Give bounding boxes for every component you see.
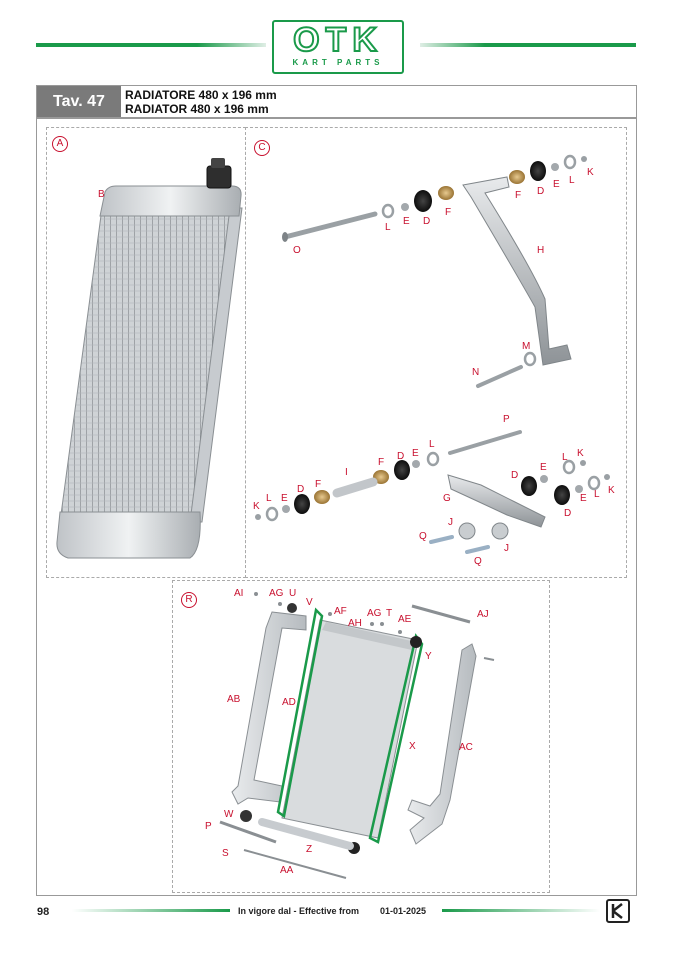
label-af: AF: [334, 606, 347, 617]
group-a-marker: A: [52, 136, 68, 152]
label-ae: AE: [398, 614, 412, 625]
label-i: I: [345, 467, 348, 478]
label-f: F: [445, 207, 452, 218]
label-n: N: [472, 367, 480, 378]
logo-subtext: KART PARTS: [292, 58, 384, 67]
label-l: L: [266, 493, 272, 504]
label-e: E: [540, 462, 547, 473]
label-f: F: [315, 479, 322, 490]
label-ah: AH: [348, 618, 362, 629]
label-d: D: [397, 451, 405, 462]
label-d: D: [511, 470, 519, 481]
label-l: L: [594, 489, 600, 500]
table-number: Tav. 47: [37, 86, 121, 118]
label-v: V: [306, 597, 313, 608]
group-c-box: [245, 127, 627, 578]
label-w: W: [224, 809, 234, 820]
title-italian: RADIATORE 480 x 196 mm: [125, 88, 277, 102]
label-l: L: [385, 222, 391, 233]
label-e: E: [580, 493, 587, 504]
otk-logo: OTK KART PARTS: [272, 20, 404, 74]
content-frame: [36, 117, 637, 896]
label-ad: AD: [282, 697, 296, 708]
label-q: Q: [474, 556, 482, 567]
label-l: L: [429, 439, 435, 450]
page-number: 98: [37, 906, 50, 918]
effective-label: In vigore dal - Effective from: [238, 906, 360, 916]
label-g: G: [443, 493, 451, 504]
radiator-illustration: [56, 158, 243, 559]
label-ai: AI: [234, 588, 244, 599]
label-ac: AC: [459, 742, 473, 753]
label-b: B: [98, 189, 105, 200]
label-k: K: [577, 448, 584, 459]
label-d: D: [297, 484, 305, 495]
header-line-right: [420, 43, 636, 47]
label-x: X: [409, 741, 416, 752]
label-h: H: [537, 245, 545, 256]
label-e: E: [281, 493, 288, 504]
label-e: E: [403, 216, 410, 227]
label-y: Y: [425, 651, 432, 662]
mounting-hardware-illustration: [255, 154, 610, 554]
label-aa: AA: [280, 865, 294, 876]
label-s: S: [222, 848, 229, 859]
label-z: Z: [306, 844, 313, 855]
logo-text: OTK: [292, 21, 383, 59]
effective-date: 01-01-2025: [380, 906, 427, 916]
label-l: L: [569, 175, 575, 186]
footer-line-left: [72, 909, 230, 912]
label-ab: AB: [227, 694, 241, 705]
label-t: T: [386, 608, 393, 619]
group-c-marker: C: [254, 140, 270, 156]
title-english: RADIATOR 480 x 196 mm: [125, 102, 269, 116]
radiator-frame-illustration: [219, 592, 495, 879]
label-ag: AG: [367, 608, 382, 619]
label-l: L: [562, 452, 568, 463]
title-bar: Tav. 47 RADIATORE 480 x 196 mm RADIATOR …: [36, 85, 637, 119]
label-j: J: [448, 517, 453, 528]
label-o: O: [293, 245, 301, 256]
label-j: J: [504, 543, 509, 554]
label-d: D: [423, 216, 431, 227]
label-p: P: [205, 821, 212, 832]
footer-line-right: [442, 909, 600, 912]
group-r-marker: R: [181, 592, 197, 608]
label-p: P: [503, 414, 510, 425]
label-d: D: [564, 508, 572, 519]
label-ag: AG: [269, 588, 284, 599]
label-e: E: [553, 179, 560, 190]
header-line-left: [36, 43, 266, 47]
label-q: Q: [419, 531, 427, 542]
label-m: M: [522, 341, 531, 352]
label-aj: AJ: [477, 609, 489, 620]
label-d: D: [537, 186, 545, 197]
label-k: K: [587, 167, 594, 178]
label-k: K: [608, 485, 615, 496]
group-r-box: [172, 580, 550, 893]
label-e: E: [412, 448, 419, 459]
label-f: F: [515, 190, 522, 201]
label-u: U: [289, 588, 297, 599]
label-k: K: [253, 501, 260, 512]
label-f: F: [378, 457, 385, 468]
k-logo-icon: [606, 899, 630, 923]
